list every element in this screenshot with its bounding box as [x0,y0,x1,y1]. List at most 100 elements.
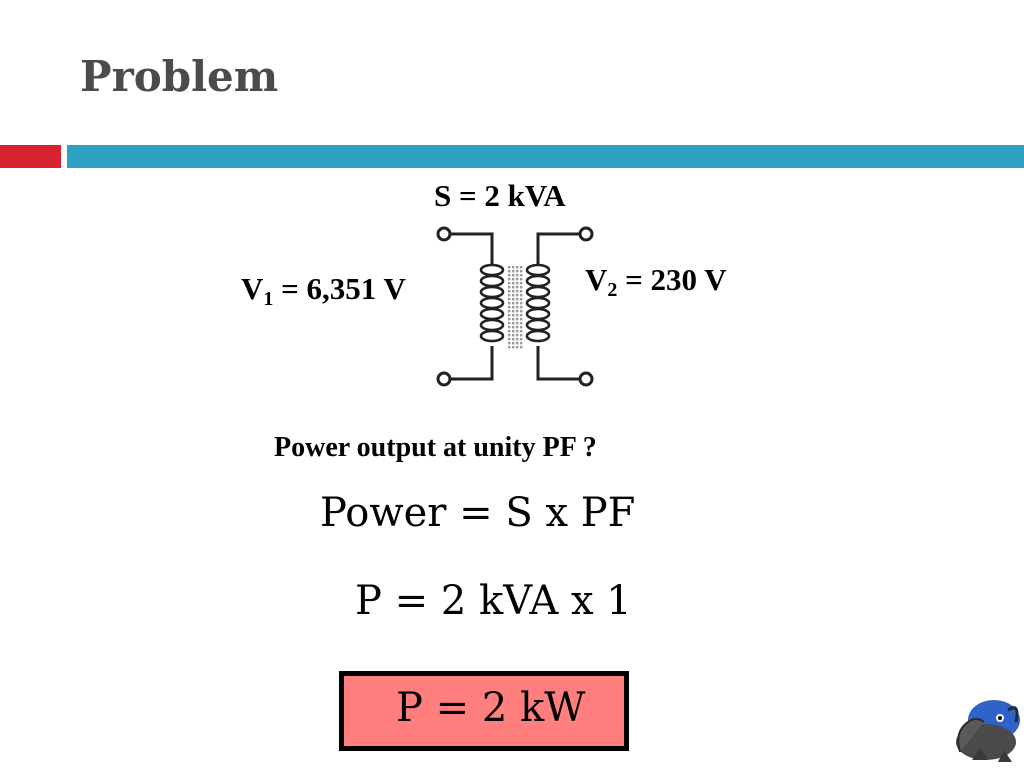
core-lamination-dot [520,326,523,329]
core-lamination-dot [512,286,515,289]
core-lamination-dot [520,346,523,349]
core-lamination-dot [516,338,519,341]
core-lamination-dot [508,298,511,301]
primary-coil-loop [479,263,505,277]
core-lamination-dot [512,338,515,341]
secondary-coil-loop [525,285,551,299]
core-lamination-dot [512,342,515,345]
core-lamination-dot [516,314,519,317]
core-lamination-dot [508,286,511,289]
core-lamination-dot [512,290,515,293]
primary-voltage-value: = 6,351 V [273,271,406,306]
core-lamination-dot [516,306,519,309]
secondary-coil-loop [525,296,551,310]
core-lamination-dot [516,294,519,297]
title-accent-red-bar [0,145,61,168]
core-lamination-dot [512,314,515,317]
core-lamination-dot [512,334,515,337]
transformer-icon [436,226,594,387]
core-lamination-dot [516,310,519,313]
core-lamination-dot [508,314,511,317]
core-lamination-dot [508,338,511,341]
secondary-coil-loop [525,329,551,343]
secondary-voltage-symbol: V [585,262,608,297]
core-lamination-dot [508,330,511,333]
core-lamination-dot [512,306,515,309]
transformer-core [508,266,523,349]
core-lamination-dot [520,322,523,325]
core-lamination-dot [516,282,519,285]
core-lamination-dot [508,290,511,293]
core-lamination-dot [516,326,519,329]
core-lamination-dot [520,306,523,309]
secondary-top-terminal [578,226,594,242]
primary-bottom-terminal [436,371,452,387]
core-lamination-dot [520,334,523,337]
core-lamination-dot [512,318,515,321]
core-lamination-dot [512,274,515,277]
core-lamination-dot [516,342,519,345]
core-lamination-dot [520,302,523,305]
core-lamination-dot [508,346,511,349]
power-substitution: P = 2 kVA x 1 [355,578,632,624]
core-lamination-dot [512,298,515,301]
secondary-coil-loop [525,263,551,277]
core-lamination-dot [520,294,523,297]
secondary-voltage-label: V2 = 230 V [585,262,727,302]
core-lamination-dot [512,282,515,285]
core-lamination-dot [516,330,519,333]
core-lamination-dot [508,326,511,329]
core-lamination-dot [520,318,523,321]
core-lamination-dot [520,282,523,285]
core-lamination-dot [512,270,515,273]
core-lamination-dot [512,326,515,329]
problem-question: Power output at unity PF ? [274,432,597,463]
core-lamination-dot [512,266,515,269]
core-lamination-dot [516,290,519,293]
primary-voltage-label: V1 = 6,351 V [241,271,406,311]
primary-top-terminal [436,226,452,242]
core-lamination-dot [508,306,511,309]
core-lamination-dot [520,298,523,301]
secondary-voltage-value: = 230 V [617,262,727,297]
secondary-bottom-terminal [578,371,594,387]
core-lamination-dot [520,338,523,341]
core-lamination-dot [508,302,511,305]
apparent-power-label: S = 2 kVA [434,178,566,213]
primary-coil-loop [479,296,505,310]
core-lamination-dot [516,302,519,305]
secondary-coil-loop [525,307,551,321]
core-lamination-dot [508,310,511,313]
primary-coil [479,263,505,343]
core-lamination-dot [520,310,523,313]
secondary-top-lead [536,232,580,266]
secondary-voltage-subscript: 2 [607,279,618,301]
mascot-icon [956,700,1020,762]
title-accent-teal-bar [67,145,1024,168]
core-lamination-dot [512,310,515,313]
core-lamination-dot [508,342,511,345]
core-lamination-dot [512,294,515,297]
primary-coil-loop [479,285,505,299]
primary-bottom-lead [450,346,494,381]
primary-coil-loop [479,307,505,321]
core-lamination-dot [512,278,515,281]
primary-coil-loop [479,329,505,343]
core-lamination-dot [520,286,523,289]
primary-voltage-subscript: 1 [263,288,274,310]
core-lamination-dot [520,278,523,281]
core-lamination-dot [508,266,511,269]
core-lamination-dot [508,294,511,297]
primary-coil-loop [479,318,505,332]
core-lamination-dot [512,346,515,349]
slide-title: Problem [80,52,279,101]
core-lamination-dot [520,314,523,317]
core-lamination-dot [520,330,523,333]
result-text: P = 2 kW [396,685,586,731]
secondary-coil-loop [525,274,551,288]
core-lamination-dot [516,298,519,301]
secondary-coil-loop [525,318,551,332]
core-lamination-dot [516,274,519,277]
core-lamination-dot [516,346,519,349]
